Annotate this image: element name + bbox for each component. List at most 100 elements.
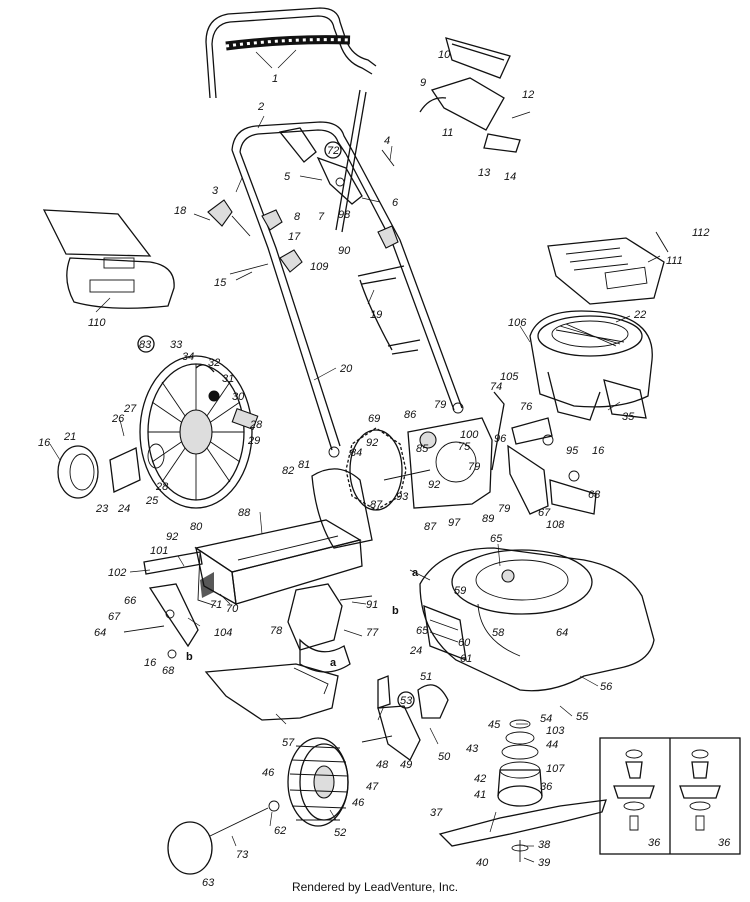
callout-p29: 29 (247, 435, 260, 447)
height-adjust-lever (491, 391, 597, 515)
callout-p26: 26 (111, 413, 125, 425)
callout-p47: 47 (366, 781, 379, 793)
callout-p72: 72 (327, 145, 339, 157)
callout-p80: 80 (190, 521, 203, 533)
ref-circle-53 (397, 691, 415, 709)
callout-lb2: b (186, 651, 193, 663)
leader-lines (49, 49, 661, 863)
callout-p74: 74 (490, 381, 502, 393)
callout-p64a: 64 (94, 627, 106, 639)
callout-p91: 91 (366, 599, 378, 611)
callout-p10: 10 (438, 49, 451, 61)
callout-p85: 85 (416, 443, 429, 455)
discharge-plate (204, 663, 339, 721)
cable-clip (357, 265, 421, 355)
callout-p110: 110 (88, 317, 106, 329)
callout-p24b: 24 (409, 645, 422, 657)
callout-p6: 6 (392, 197, 399, 209)
lower-handle-frame (231, 121, 464, 458)
callout-p92a: 92 (166, 531, 178, 543)
callout-p5: 5 (284, 171, 291, 183)
callout-p24a: 24 (117, 503, 130, 515)
callout-p86: 86 (404, 409, 417, 421)
ref-circle-83 (137, 335, 155, 353)
callout-p88: 88 (238, 507, 251, 519)
callout-p75: 75 (458, 441, 471, 453)
callout-p39: 39 (538, 857, 550, 869)
callout-p76: 76 (520, 401, 533, 413)
callout-p8: 8 (294, 211, 301, 223)
callout-p109: 109 (310, 261, 328, 273)
callout-p112: 112 (692, 227, 710, 239)
callout-p55: 55 (576, 711, 589, 723)
callout-p34: 34 (182, 351, 194, 363)
callout-p103: 103 (546, 725, 565, 737)
callout-p102: 102 (108, 567, 126, 579)
callout-p82: 82 (282, 465, 294, 477)
callout-p28a: 28 (155, 481, 169, 493)
callout-p108: 108 (546, 519, 565, 531)
front-height-adjuster (123, 551, 203, 659)
callout-p18: 18 (174, 205, 187, 217)
callout-p12: 12 (522, 89, 534, 101)
callout-p87a: 87 (370, 499, 383, 511)
callout-p49: 49 (400, 759, 412, 771)
callout-p81: 81 (298, 459, 310, 471)
callout-p21: 21 (63, 431, 76, 443)
callout-p9: 9 (420, 77, 426, 89)
callout-p71: 71 (210, 599, 222, 611)
callout-p40: 40 (476, 857, 489, 869)
front-wheel-bracket (361, 675, 449, 761)
callout-p53: 53 (400, 695, 413, 707)
callout-p89: 89 (482, 513, 494, 525)
callout-p20: 20 (339, 363, 353, 375)
callout-la2: a (330, 657, 337, 669)
callout-p43: 43 (466, 743, 479, 755)
mower-deck (419, 547, 655, 692)
callout-p96: 96 (494, 433, 507, 445)
callout-p42: 42 (474, 773, 486, 785)
callout-p87b: 87 (424, 521, 437, 533)
callout-p36b: 36 (648, 837, 661, 849)
callout-p93: 93 (396, 491, 409, 503)
callout-p11: 11 (442, 127, 453, 139)
callout-p107: 107 (546, 763, 565, 775)
callout-p50: 50 (438, 751, 451, 763)
callout-p48: 48 (376, 759, 389, 771)
callout-p7: 7 (318, 211, 325, 223)
callout-p79c: 79 (498, 503, 510, 515)
engine-shroud (547, 231, 669, 305)
drive-housing (311, 417, 493, 549)
callout-p46a: 46 (262, 767, 275, 779)
callout-p67a: 67 (108, 611, 121, 623)
callout-p67b: 67 (538, 507, 551, 519)
callout-p77: 77 (366, 627, 379, 639)
callout-p4: 4 (384, 135, 390, 147)
callout-p52: 52 (334, 827, 346, 839)
callout-p97: 97 (448, 517, 461, 529)
engine (529, 310, 653, 421)
callout-p62: 62 (274, 825, 286, 837)
rear-wheel-assembly (57, 355, 259, 509)
callout-p17: 17 (288, 231, 301, 243)
callout-p30: 30 (232, 391, 245, 403)
callout-p69: 69 (368, 413, 380, 425)
callout-p38: 38 (538, 839, 551, 851)
callout-p32: 32 (208, 357, 220, 369)
callout-p36a: 36 (540, 781, 553, 793)
callout-p101: 101 (150, 545, 168, 557)
callout-p22: 22 (633, 309, 646, 321)
ref-circle-72 (324, 141, 342, 159)
callout-p104: 104 (214, 627, 232, 639)
callout-p60: 60 (458, 637, 471, 649)
callout-p54: 54 (540, 713, 552, 725)
callout-p79b: 79 (468, 461, 480, 473)
grass-catcher-cover (42, 209, 175, 309)
wheel-cap (167, 800, 280, 875)
handle-knobs (207, 149, 399, 275)
blade-adapter-inset (599, 737, 741, 855)
callout-p68a: 68 (162, 665, 175, 677)
callout-p57: 57 (282, 737, 295, 749)
